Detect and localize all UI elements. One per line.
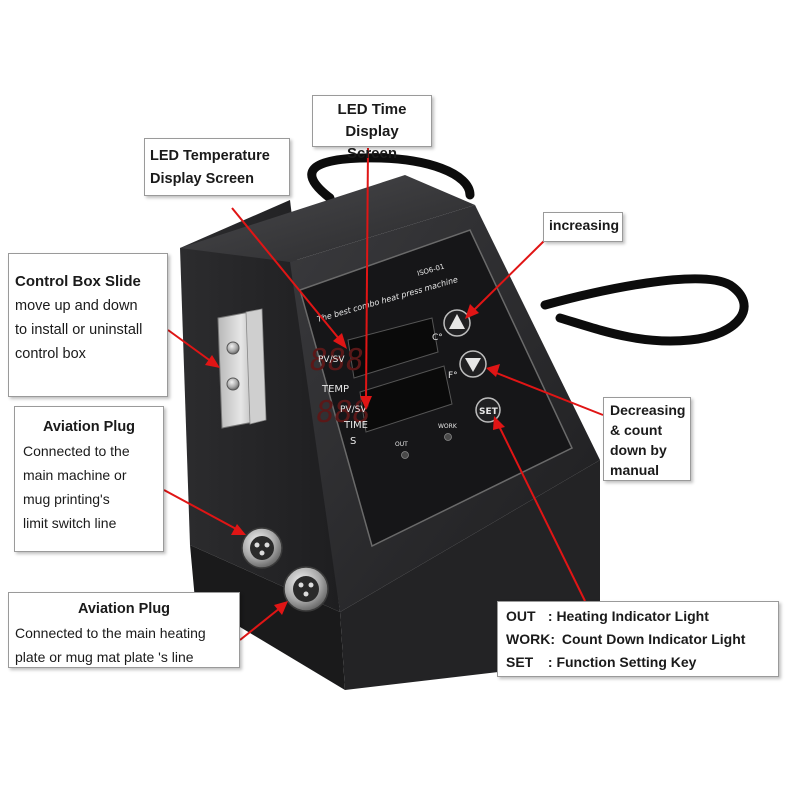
temperature-display: 888 [307,317,439,379]
callout-plug1-line: Connected to the [23,443,130,459]
arrow-decreasing [493,371,604,416]
legend-key: SET [506,654,534,670]
callout-plug2-line: plate or mug mat plate 's line [15,649,194,665]
c-unit-label: C° [432,333,443,343]
callout-increasing-text: increasing [549,217,620,233]
power-cable-icon [540,274,749,346]
callout-aviation-plug-lower: Aviation Plug Connected to the main heat… [8,592,240,668]
legend-desc: : Heating Indicator Light [547,608,709,624]
arrow-head-icon [465,304,479,319]
callout-plug1-line: mug printing's [23,491,110,507]
increase-button[interactable] [443,309,471,337]
arrow-temp [231,207,341,341]
f-unit-label: F° [448,371,458,381]
callout-slide-line: to install or uninstall [15,322,143,338]
time-label: TIME [343,420,368,431]
callout-arrows [163,147,604,641]
callout-dec-line: manual [610,462,660,478]
callout-control-box-slide: Control Box Slide move up and down to in… [8,253,168,397]
s-label: S [350,436,356,447]
callout-temp-line1: LED Temperature [150,148,270,164]
callout-temp-line2: Display Screen [150,171,254,187]
screw-icon [226,377,240,391]
callout-aviation-plug-upper: Aviation Plug Connected to the main mach… [14,406,164,552]
callout-dec-line: down by [610,442,667,458]
arrow-head-icon [360,396,372,410]
callout-increasing: increasing [543,212,623,242]
arrow-slide [167,329,213,363]
arrow-increasing [471,239,546,313]
arrow-plug1 [163,489,239,531]
pv-sv-top-label: PV/SV [318,355,345,365]
legend-row-out: OUT : Heating Indicator Light [506,605,770,628]
arrow-head-icon [333,333,347,349]
callout-dec-line: & count [610,422,663,438]
callout-led-time: LED Time Display Screen [312,95,432,162]
callout-slide-line: move up and down [15,298,138,314]
triangle-up-icon [449,314,465,329]
legend-key: WORK: [506,631,555,647]
legend-key: OUT [506,608,536,624]
temperature-digits: 888 [307,343,366,378]
decrease-button[interactable] [459,350,487,378]
callout-time-line1: LED Time [337,101,407,118]
legend-row-set: SET : Function Setting Key [506,651,770,674]
box-top-face [180,175,475,262]
out-indicator-light [401,451,409,459]
temp-label: TEMP [321,384,349,395]
callout-plug2-title: Aviation Plug [77,601,171,617]
pv-sv-bottom-label: PV/SV [340,405,367,415]
arrow-head-icon [486,364,500,377]
arrow-head-icon [231,524,246,535]
work-indicator-light [444,433,452,441]
legend-desc: Count Down Indicator Light [561,631,746,647]
callout-decreasing: Decreasing & count down by manual [603,397,691,481]
legend-desc: : Function Setting Key [547,654,697,670]
aviation-plug-lower [283,566,329,612]
arrow-head-icon [205,355,220,368]
callout-legend: OUT : Heating Indicator Light WORK: Coun… [497,601,779,677]
set-button-label: SET [479,407,499,417]
arrow-head-icon [493,416,505,430]
callout-led-temperature: LED Temperature Display Screen [144,138,290,196]
screw-icon [226,341,240,355]
work-label: WORK [438,423,458,430]
callout-time-line2: Display Screen [345,123,399,162]
control-box-slide-bracket [217,308,267,429]
callout-plug1-line: limit switch line [23,515,117,531]
power-cable-icon [307,153,475,203]
callout-slide-title: Control Box Slide [15,273,141,290]
callout-plug1-title: Aviation Plug [42,419,136,435]
callout-plug2-line: Connected to the main heating [15,625,206,641]
triangle-down-icon [465,358,481,372]
out-label: OUT [395,441,408,448]
arrow-plug2 [239,607,281,641]
callout-slide-line: control box [15,346,86,362]
legend-row-work: WORK: Count Down Indicator Light [506,628,770,651]
arrow-head-icon [274,601,288,615]
callout-plug1-line: main machine or [23,467,127,483]
aviation-plug-upper [241,527,283,569]
arrow-time [365,147,369,401]
callout-dec-line: Decreasing [610,402,686,418]
arrow-legend [497,423,586,602]
